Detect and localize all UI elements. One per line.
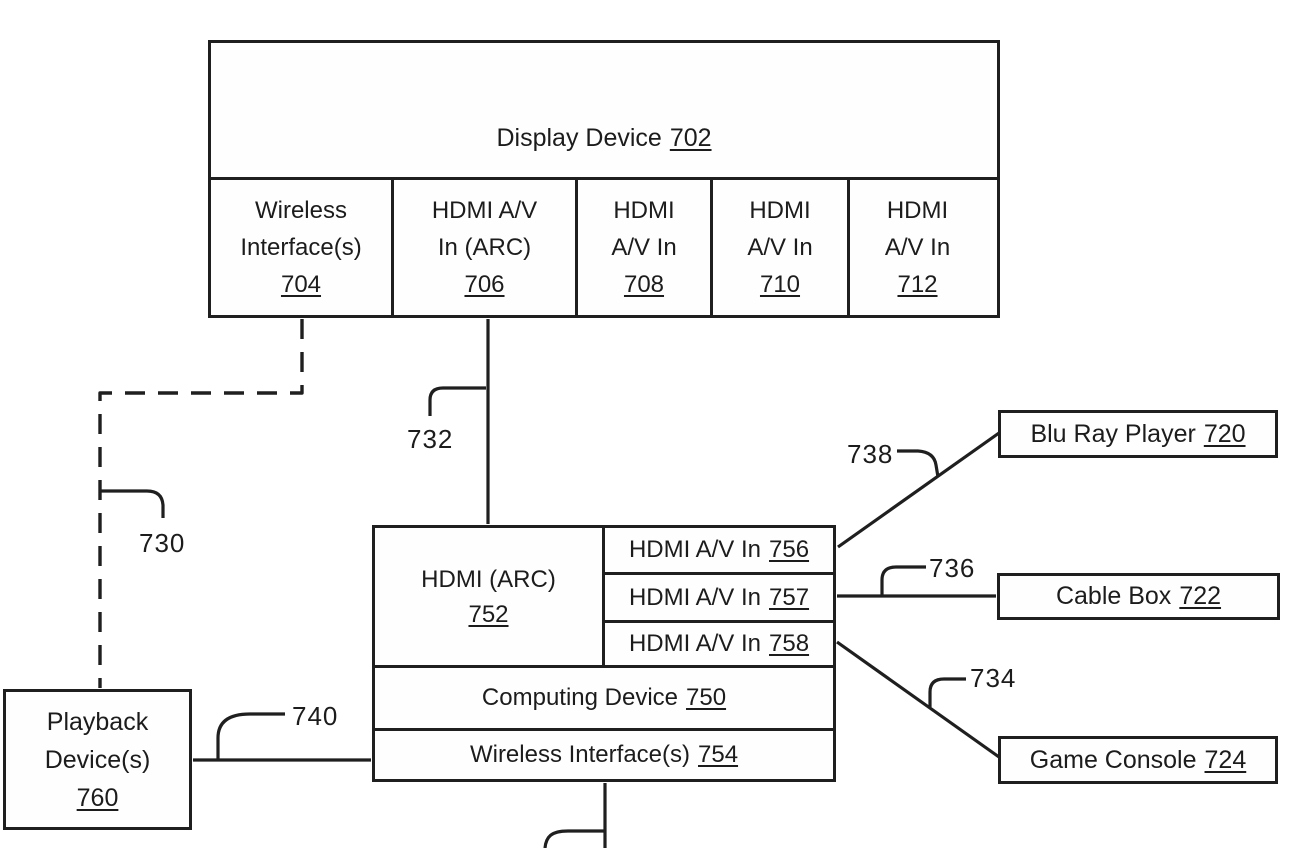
cell-712-num: 712 [897, 271, 938, 298]
playback-line2: Device(s) [44, 745, 151, 774]
cell-710-num: 710 [759, 271, 801, 298]
hdmi-input-stack: HDMI A/V In 756 HDMI A/V In 757 HDMI A/V… [605, 528, 833, 665]
cablebox-label: Cable Box [1055, 582, 1172, 610]
leader-736 [880, 565, 926, 595]
computing-ports-section: HDMI (ARC) 752 HDMI A/V In 756 HDMI A/V … [375, 528, 833, 665]
cell-757-label: HDMI A/V In [628, 583, 761, 611]
display-device-label: Display Device [496, 124, 662, 152]
display-device-title: Display Device 702 [211, 43, 997, 177]
ref-732: 732 [407, 424, 454, 454]
gameconsole-label: Game Console [1029, 745, 1197, 774]
row-750-num: 750 [686, 684, 727, 711]
leader-732 [428, 386, 486, 416]
row-754-num: 754 [698, 741, 739, 768]
cell-710-line1: HDMI [749, 197, 811, 224]
leader-730 [101, 489, 165, 518]
hdmi-in-756-cell: HDMI A/V In 756 [605, 528, 833, 575]
wireless-interface-754-row: Wireless Interface(s) 754 [375, 728, 833, 779]
hdmi-in-708-cell: HDMI A/V In 708 [578, 180, 713, 315]
hdmi-in-757-cell: HDMI A/V In 757 [605, 575, 833, 623]
display-device-box: Display Device 702 Wireless Interface(s)… [208, 40, 1000, 318]
hdmi-arc-752-cell: HDMI (ARC) 752 [375, 528, 605, 665]
hdmi-in-710-cell: HDMI A/V In 710 [713, 180, 850, 315]
bluray-num: 720 [1203, 419, 1246, 448]
cell-706-line1: HDMI A/V [431, 197, 538, 224]
playback-line1: Playback [46, 707, 149, 736]
cell-706-line2: In (ARC) [437, 234, 532, 261]
cell-752-label: HDMI (ARC) [421, 565, 556, 593]
playback-devices-box: Playback Device(s) 760 [3, 689, 192, 830]
row-750-label: Computing Device [481, 684, 679, 711]
ref-740: 740 [292, 701, 339, 731]
gameconsole-link-734 [836, 640, 1000, 759]
row-754-label: Wireless Interface(s) [469, 741, 690, 768]
cell-704-num: 704 [280, 271, 322, 298]
display-device-num: 702 [669, 124, 712, 152]
gameconsole-num: 724 [1204, 745, 1247, 774]
cell-708-num: 708 [623, 271, 665, 298]
cell-758-label: HDMI A/V In [628, 630, 761, 657]
game-console-box: Game Console 724 [998, 736, 1278, 784]
hdmi-in-758-cell: HDMI A/V In 758 [605, 623, 833, 665]
cell-752-num: 752 [468, 600, 509, 628]
dashed-wireless-link-730 [98, 319, 304, 688]
blu-ray-player-box: Blu Ray Player 720 [998, 410, 1278, 458]
cell-757-num: 757 [769, 583, 810, 611]
cell-708-line2: A/V In [611, 234, 677, 261]
computing-device-box: HDMI (ARC) 752 HDMI A/V In 756 HDMI A/V … [372, 525, 836, 782]
cell-706-num: 706 [464, 271, 505, 298]
hdmi-in-712-cell: HDMI A/V In 712 [850, 180, 985, 315]
cell-704-line1: Wireless [254, 197, 347, 224]
computing-device-750-row: Computing Device 750 [375, 665, 833, 728]
leader-738 [897, 449, 940, 478]
cell-704-line2: Interface(s) [240, 234, 362, 261]
ref-738: 738 [847, 439, 894, 469]
cell-756-label: HDMI A/V In [628, 536, 761, 563]
cell-712-line1: HDMI [886, 197, 949, 224]
ref-736: 736 [929, 553, 976, 583]
ref-730: 730 [139, 528, 186, 558]
playback-num: 760 [76, 783, 119, 812]
display-ports-row: Wireless Interface(s) 704 HDMI A/V In (A… [211, 177, 997, 315]
cell-710-line2: A/V In [747, 234, 813, 261]
cell-708-line1: HDMI [613, 197, 675, 224]
wireless-interface-704-cell: Wireless Interface(s) 704 [211, 180, 394, 315]
leader-740 [216, 712, 285, 759]
cell-756-num: 756 [769, 536, 810, 563]
cell-712-line2: A/V In [884, 234, 951, 261]
cell-758-num: 758 [769, 630, 810, 657]
cable-box-box: Cable Box 722 [997, 573, 1280, 620]
bottom-elbow [543, 829, 604, 848]
cablebox-num: 722 [1179, 582, 1222, 610]
bluray-label: Blu Ray Player [1030, 419, 1196, 448]
leader-734 [928, 677, 966, 707]
hdmi-in-arc-706-cell: HDMI A/V In (ARC) 706 [394, 180, 578, 315]
ref-734: 734 [970, 663, 1017, 693]
